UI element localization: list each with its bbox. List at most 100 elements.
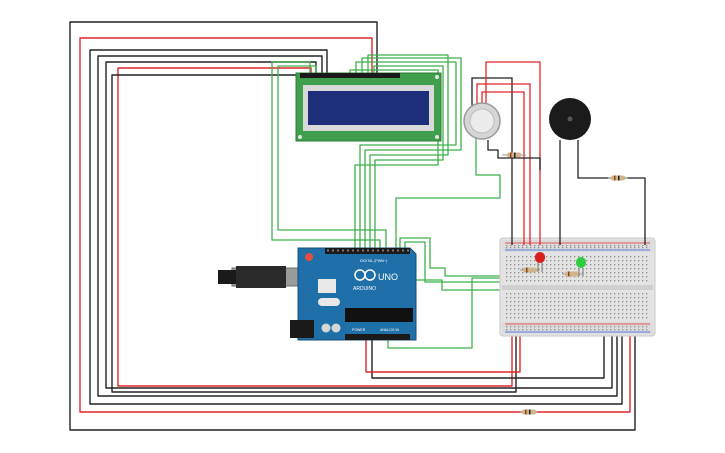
wire-green-lcd-right-4 <box>373 65 444 248</box>
breadboard-hole <box>618 329 620 331</box>
breadboard-hole <box>562 256 564 258</box>
breadboard-hole <box>506 260 508 262</box>
wire-green-lcd-right-1 <box>355 61 457 248</box>
reset-button[interactable] <box>305 253 313 261</box>
breadboard-hole <box>642 297 644 299</box>
breadboard-hole <box>602 326 604 328</box>
breadboard-hole <box>514 293 516 295</box>
breadboard-hole <box>522 293 524 295</box>
breadboard-hole <box>550 297 552 299</box>
breadboard-hole <box>570 280 572 282</box>
breadboard-hole <box>646 268 648 270</box>
breadboard-hole <box>606 305 608 307</box>
breadboard-hole <box>618 276 620 278</box>
breadboard-hole <box>634 247 636 249</box>
breadboard-hole <box>594 247 596 249</box>
breadboard-hole <box>538 326 540 328</box>
breadboard-hole <box>514 276 516 278</box>
breadboard-hole <box>530 280 532 282</box>
usb-plug-cable <box>236 266 286 288</box>
breadboard <box>499 237 656 337</box>
breadboard-hole <box>566 256 568 258</box>
breadboard-hole <box>558 326 560 328</box>
breadboard-hole <box>514 264 516 266</box>
breadboard-hole <box>530 276 532 278</box>
breadboard-hole <box>518 309 520 311</box>
buzzer-hole <box>567 116 573 122</box>
sensor-wire-red <box>476 83 531 245</box>
breadboard-hole <box>578 301 580 303</box>
breadboard-hole <box>538 268 540 270</box>
arduino-pin <box>337 249 339 252</box>
breadboard-hole <box>582 293 584 295</box>
breadboard-hole <box>558 256 560 258</box>
breadboard-hole <box>634 326 636 328</box>
breadboard-hole <box>514 256 516 258</box>
breadboard-hole <box>598 305 600 307</box>
breadboard-hole <box>586 301 588 303</box>
breadboard-hole <box>534 309 536 311</box>
breadboard-hole <box>622 276 624 278</box>
breadboard-hole <box>614 264 616 266</box>
breadboard-holes <box>506 245 648 331</box>
arduino-brand: ARDUINO <box>353 286 376 292</box>
breadboard-hole <box>514 301 516 303</box>
breadboard-hole <box>542 305 544 307</box>
breadboard-hole <box>510 317 512 319</box>
breadboard-hole <box>602 317 604 319</box>
breadboard-hole <box>514 305 516 307</box>
breadboard-hole <box>506 280 508 282</box>
breadboard-hole <box>522 309 524 311</box>
breadboard-hole <box>566 297 568 299</box>
breadboard-hole <box>582 245 584 247</box>
breadboard-hole <box>606 268 608 270</box>
breadboard-hole <box>594 309 596 311</box>
breadboard-hole <box>606 276 608 278</box>
breadboard-hole <box>538 293 540 295</box>
breadboard-hole <box>622 317 624 319</box>
breadboard-hole <box>558 276 560 278</box>
breadboard-hole <box>622 272 624 274</box>
breadboard-hole <box>610 245 612 247</box>
breadboard-hole <box>618 280 620 282</box>
breadboard-hole <box>518 247 520 249</box>
breadboard-hole <box>530 247 532 249</box>
wire-green-lcd-left <box>271 61 381 248</box>
breadboard-hole <box>614 256 616 258</box>
breadboard-hole <box>514 309 516 311</box>
breadboard-hole <box>602 272 604 274</box>
breadboard-hole <box>522 326 524 328</box>
arduino-pin <box>402 249 404 252</box>
breadboard-hole <box>546 305 548 307</box>
breadboard-hole <box>646 317 648 319</box>
breadboard-hole <box>590 280 592 282</box>
breadboard-hole <box>638 297 640 299</box>
breadboard-hole <box>534 293 536 295</box>
breadboard-hole <box>570 276 572 278</box>
breadboard-hole <box>578 293 580 295</box>
breadboard-hole <box>614 268 616 270</box>
breadboard-hole <box>626 272 628 274</box>
breadboard-hole <box>518 256 520 258</box>
breadboard-hole <box>642 264 644 266</box>
breadboard-hole <box>522 276 524 278</box>
breadboard-hole <box>514 247 516 249</box>
breadboard-hole <box>550 293 552 295</box>
breadboard-hole <box>610 326 612 328</box>
breadboard-hole <box>630 268 632 270</box>
breadboard-hole <box>614 272 616 274</box>
breadboard-hole <box>586 326 588 328</box>
breadboard-hole <box>634 260 636 262</box>
breadboard-hole <box>590 301 592 303</box>
breadboard-hole <box>546 326 548 328</box>
breadboard-hole <box>606 297 608 299</box>
breadboard-hole <box>574 245 576 247</box>
breadboard-hole <box>634 272 636 274</box>
breadboard-hole <box>566 260 568 262</box>
breadboard-hole <box>610 309 612 311</box>
breadboard-hole <box>646 264 648 266</box>
sensor-wire-black <box>471 77 513 245</box>
breadboard-hole <box>618 264 620 266</box>
breadboard-hole <box>594 313 596 315</box>
breadboard-hole <box>550 317 552 319</box>
